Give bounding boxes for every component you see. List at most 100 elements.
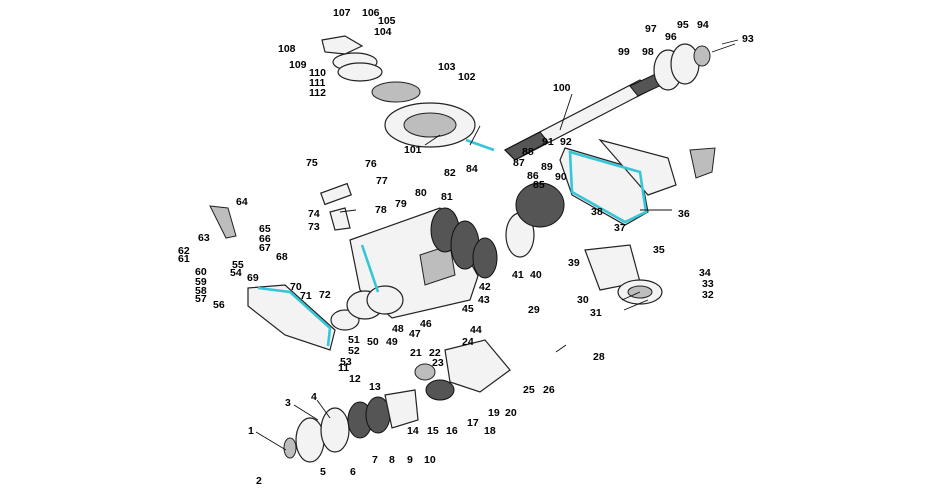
callout-73: 72 — [319, 289, 331, 301]
callout-106: 105 — [378, 15, 396, 27]
housing-part — [598, 138, 677, 196]
callout-8: 8 — [389, 454, 395, 466]
nut-part — [693, 45, 711, 67]
callout-26: 26 — [543, 384, 555, 396]
callout-9: 9 — [407, 454, 413, 466]
callout-59: 58 — [195, 285, 207, 297]
callout-47: 46 — [420, 318, 432, 330]
callout-5: 5 — [320, 466, 326, 478]
pin-part — [320, 182, 352, 206]
callout-108: 107 — [333, 7, 351, 19]
callout-48: 47 — [409, 328, 421, 340]
callout-105: 104 — [374, 26, 392, 38]
callout-24: 24 — [462, 336, 474, 348]
callout-92: 91 — [542, 136, 554, 148]
callout-99: 98 — [642, 46, 654, 58]
callout-91: 90 — [555, 171, 567, 183]
callout-62: 61 — [178, 253, 190, 265]
ring-part — [670, 43, 700, 85]
callout-95: 94 — [697, 19, 709, 31]
callout-74: 73 — [308, 221, 320, 233]
callout-100: 99 — [618, 46, 630, 58]
callout-23: 23 — [432, 357, 444, 369]
callout-17: 17 — [467, 417, 479, 429]
gasket-highlight — [568, 150, 648, 224]
callout-25: 25 — [523, 384, 535, 396]
gear-part — [425, 379, 455, 401]
callout-57: 56 — [213, 299, 225, 311]
callout-46: 45 — [462, 303, 474, 315]
callout-54: 53 — [340, 356, 352, 368]
bearing-part — [371, 81, 421, 103]
callout-81: 80 — [415, 187, 427, 199]
callout-2: 2 — [256, 475, 262, 487]
callout-56: 55 — [232, 259, 244, 271]
callout-63: 62 — [178, 245, 190, 257]
gasket-highlight — [360, 244, 380, 293]
callout-94: 93 — [742, 33, 754, 45]
callout-71: 70 — [290, 281, 302, 293]
clip-part — [329, 207, 351, 231]
ring-part — [337, 62, 383, 82]
callout-labels: 1 2 3 4 5 6 7 8 9 10 11 12 13 14 15 16 1… — [178, 7, 754, 487]
callout-66: 65 — [259, 223, 271, 235]
diff-housing-part — [444, 339, 511, 393]
callout-107: 106 — [362, 7, 380, 19]
callout-101: 100 — [553, 82, 571, 94]
callout-13: 13 — [369, 381, 381, 393]
callout-11: 11 — [338, 362, 349, 374]
leader-lines — [255, 39, 739, 451]
callout-110: 109 — [289, 59, 307, 71]
callout-3: 3 — [285, 397, 291, 409]
callout-20: 20 — [505, 407, 517, 419]
bevel-gear-part — [515, 182, 565, 228]
callout-32: 32 — [702, 289, 714, 301]
callout-18: 18 — [484, 425, 496, 437]
callout-93: 92 — [560, 136, 572, 148]
callout-40: 40 — [530, 269, 542, 281]
callout-64: 63 — [198, 232, 210, 244]
callout-86: 85 — [533, 179, 545, 191]
callout-49: 48 — [392, 323, 404, 335]
callout-82: 81 — [441, 191, 453, 203]
seal-part — [283, 437, 297, 459]
lever-part — [209, 205, 237, 239]
callout-31: 31 — [590, 307, 602, 319]
callout-77: 76 — [365, 158, 377, 170]
callout-15: 15 — [427, 425, 439, 437]
callout-109: 108 — [278, 43, 296, 55]
gear-part — [414, 363, 436, 381]
flange-hub-part — [403, 112, 457, 138]
callout-60: 59 — [195, 276, 207, 288]
callout-50: 49 — [386, 336, 398, 348]
callout-79: 78 — [375, 204, 387, 216]
ring-part — [295, 417, 325, 463]
callout-39: 39 — [568, 257, 580, 269]
spline-part — [504, 131, 549, 161]
callout-70: 69 — [247, 272, 259, 284]
callout-41: 41 — [512, 269, 524, 281]
callout-96: 95 — [677, 19, 689, 31]
callout-29: 29 — [528, 304, 540, 316]
callout-113: 112 — [309, 87, 326, 99]
callout-103: 102 — [458, 71, 476, 83]
callout-89: 88 — [522, 146, 534, 158]
gear-part — [472, 237, 498, 279]
bracket-part — [321, 35, 364, 55]
callout-87: 86 — [527, 170, 539, 182]
callout-22: 22 — [429, 347, 441, 359]
callout-98: 97 — [645, 23, 657, 35]
callout-12: 12 — [349, 373, 361, 385]
callout-112: 111 — [309, 77, 326, 89]
callout-28: 28 — [593, 351, 605, 363]
ring-part — [366, 285, 404, 315]
callout-6: 6 — [350, 466, 356, 478]
callout-55: 54 — [230, 267, 242, 279]
callout-43: 42 — [479, 281, 491, 293]
callout-90: 89 — [541, 161, 553, 173]
callout-84: 82 — [444, 167, 456, 179]
callout-51: 50 — [367, 336, 379, 348]
callout-34: 34 — [699, 267, 711, 279]
callout-10: 10 — [424, 454, 436, 466]
callout-4: 4 — [311, 391, 317, 403]
